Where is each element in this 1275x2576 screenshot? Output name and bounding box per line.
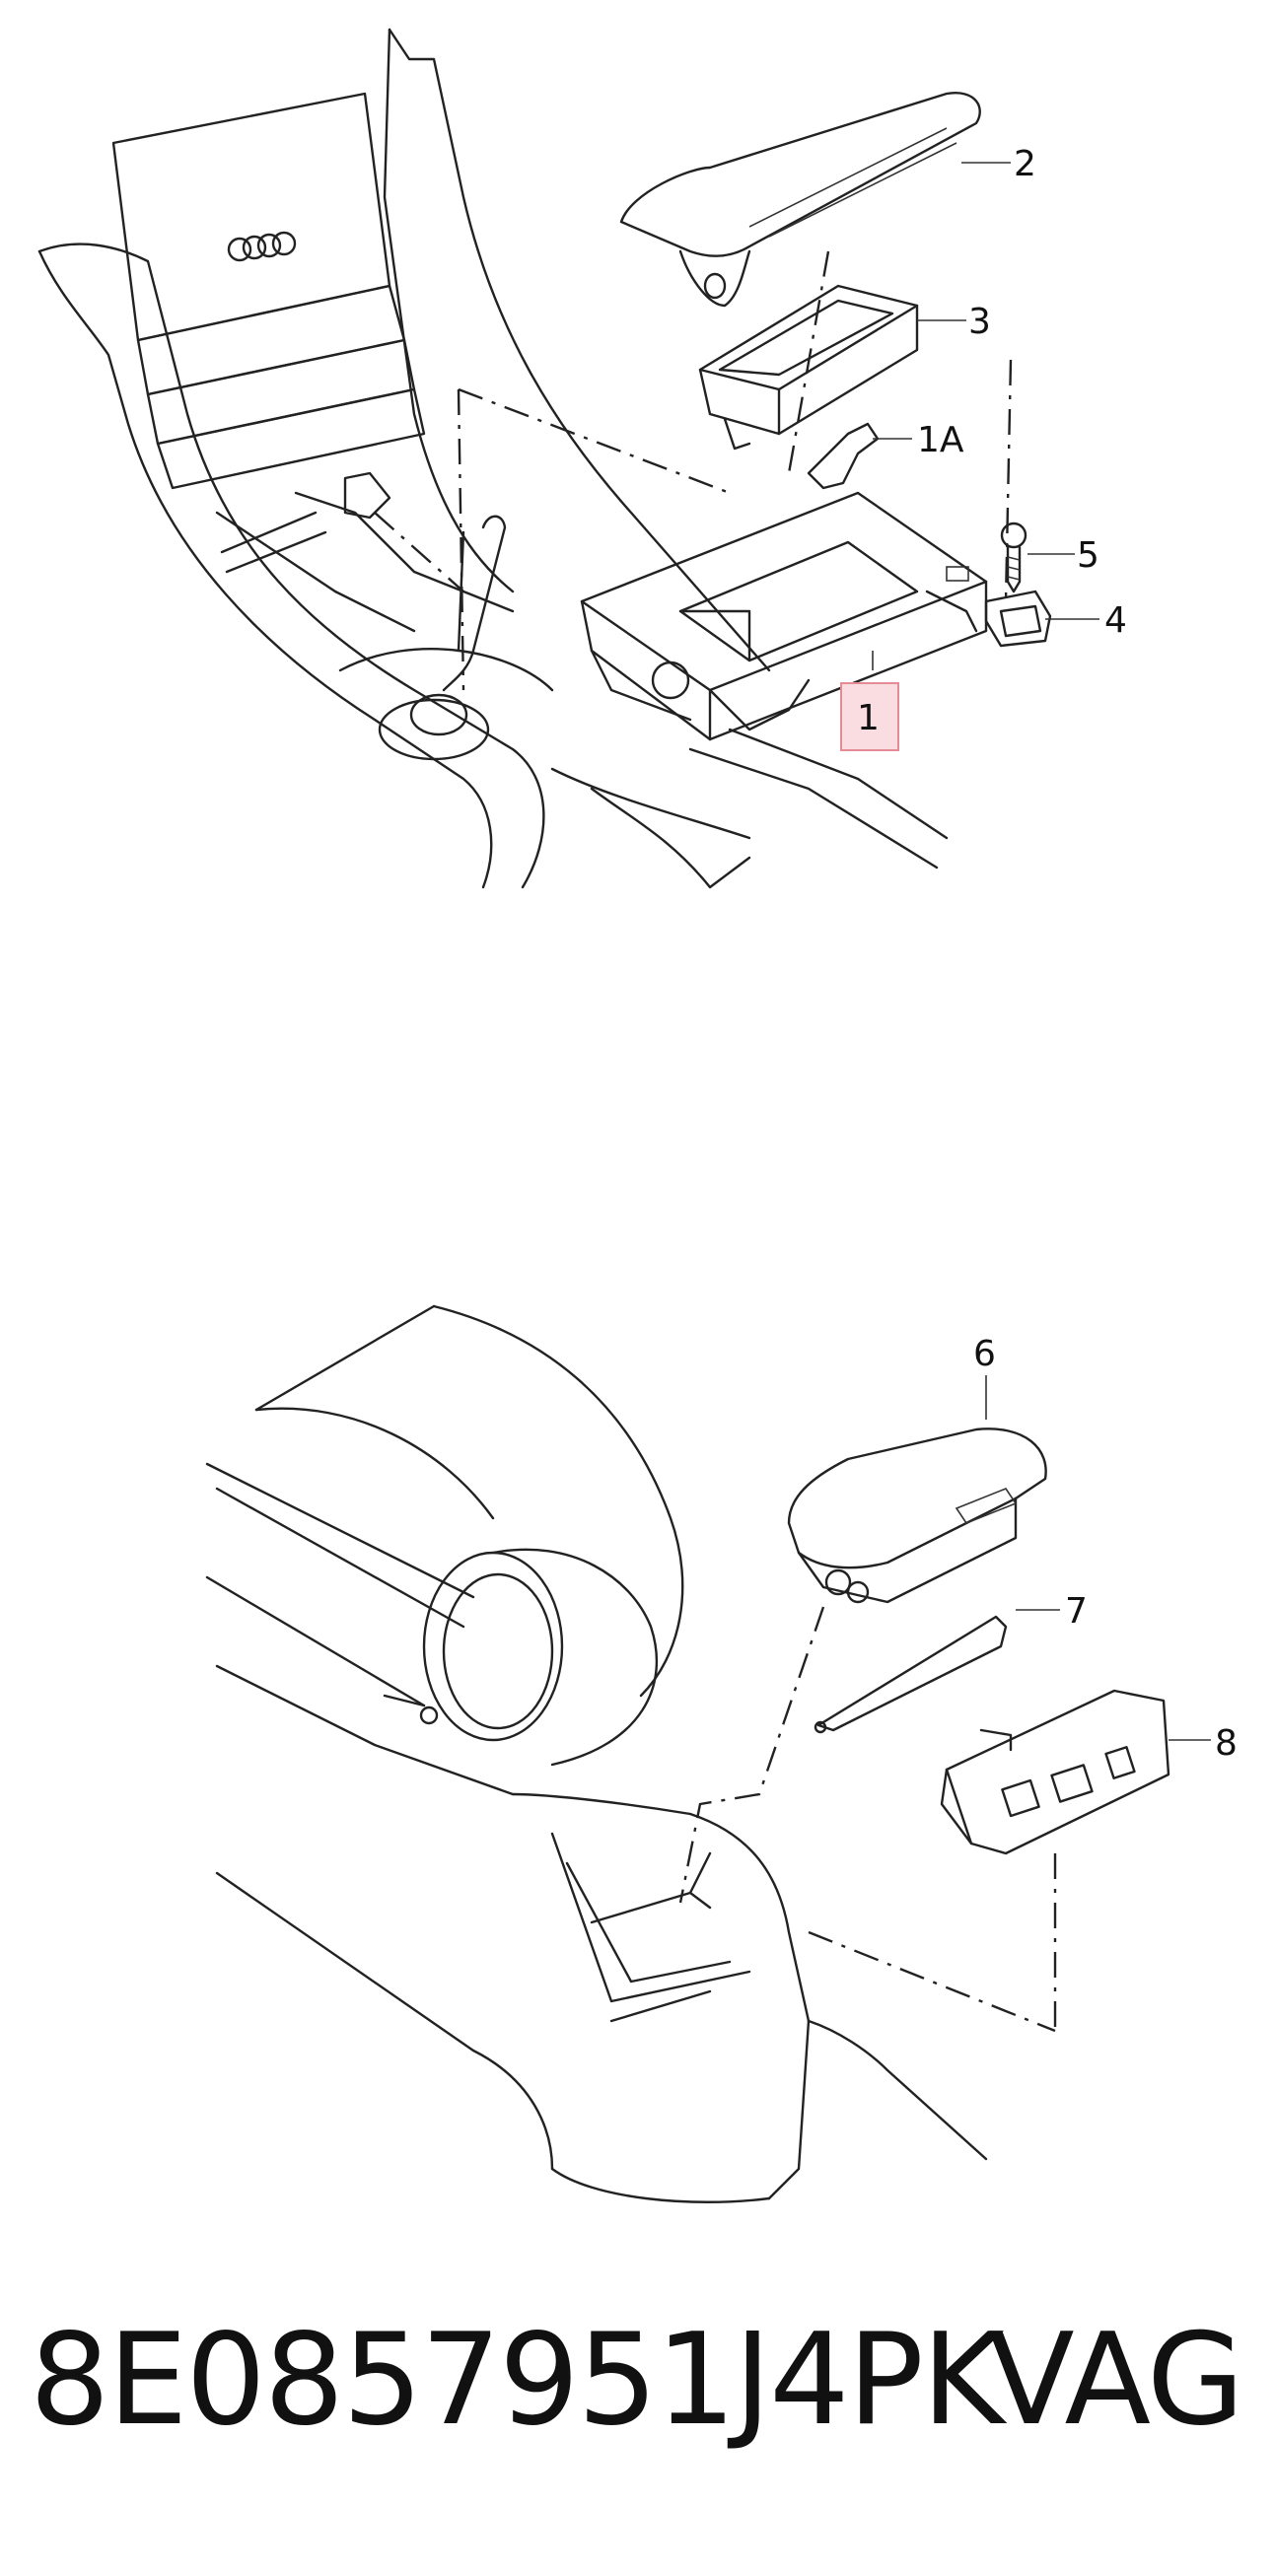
part-2-cover [619, 92, 981, 308]
callout-4-label: 4 [1104, 600, 1127, 641]
part-5-screw [1000, 522, 1027, 593]
part-8-switch-panel [940, 1689, 1170, 1855]
leader-lines-top [872, 162, 1099, 670]
lower-armrest-illustration [205, 1304, 988, 2203]
part-number: 8E0857951J4PK [30, 2307, 1005, 2454]
brand-name: VAG [988, 2307, 1244, 2454]
upper-console-illustration [37, 28, 949, 889]
callout-1a-label: 1A [917, 420, 964, 460]
part-6-ashtray-lid [787, 1427, 1047, 1604]
part-1-storage-compartment [580, 491, 988, 741]
callout-1-highlight [840, 682, 899, 751]
footer: 8E0857951J4PK VAG [30, 2307, 1252, 2455]
part-1a-bracket [807, 422, 880, 490]
callout-1-label: 1 [857, 698, 880, 738]
assembly-guide-lines-top [374, 250, 1013, 691]
part-7-trim-strip [814, 1615, 1008, 1734]
callout-8-label: 8 [1215, 1723, 1238, 1764]
callout-2-label: 2 [1014, 144, 1036, 184]
part-4-clip-nut [984, 590, 1052, 648]
callout-7-label: 7 [1065, 1591, 1088, 1632]
callout-6-label: 6 [973, 1334, 996, 1374]
brand-logo-rings [227, 231, 297, 262]
leader-lines-bottom [985, 1375, 1211, 1741]
assembly-guide-lines-bottom [678, 1606, 1057, 2033]
callout-3-label: 3 [968, 302, 991, 342]
callout-5-label: 5 [1077, 535, 1099, 576]
